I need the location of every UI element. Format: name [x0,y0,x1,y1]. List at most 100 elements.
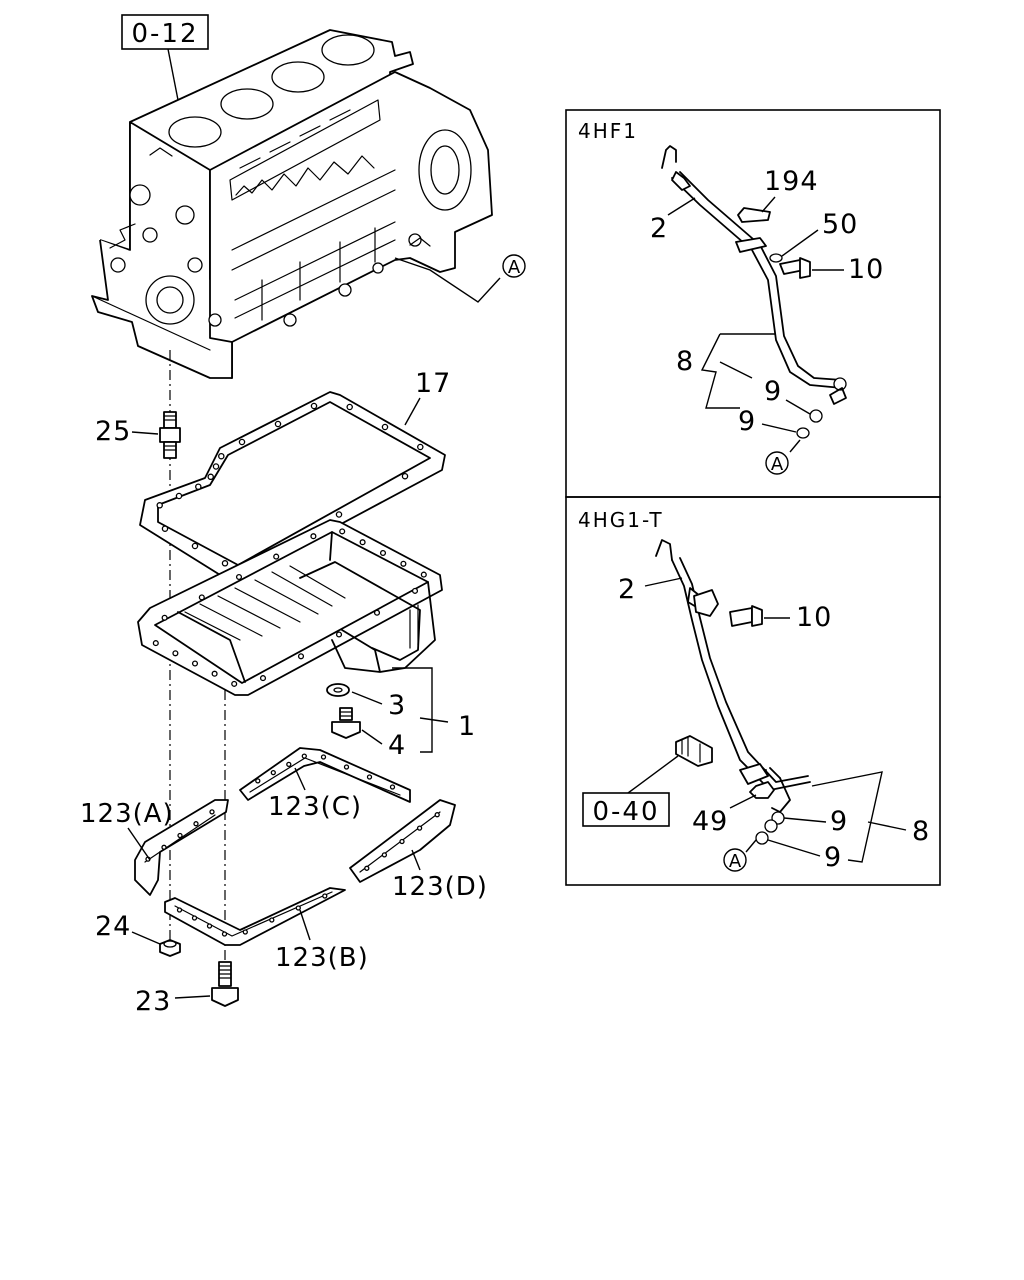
callout-oil-pan: 1 [458,711,476,742]
svg-text:A: A [771,454,784,475]
bolt-hole [270,769,276,776]
bolt-hole [193,821,199,827]
bolt-hole [366,774,373,780]
bolt-hole [322,893,328,899]
callout-4hg1t-oring-2: 9 [824,842,842,873]
reference-box-block[interactable]: 0-12 [121,14,209,50]
leader-ref-block [167,48,179,101]
callout-pan-gasket: 17 [415,368,451,399]
bolt-23-part [211,961,239,1007]
bolt-hole [416,825,423,831]
bolt-hole [335,631,343,638]
callout-4hf1-pipe: 8 [676,346,694,377]
callout-drain-washer: 3 [388,690,406,721]
bolt-hole [259,675,267,682]
bolt-hole [175,492,183,500]
callout-4hf1-gauge: 2 [650,213,668,244]
bolt-hole [207,473,214,481]
panel-4hg1t: 4HG1-T A [565,496,941,886]
panel-4hf1: 4HF1 A [565,109,941,498]
panel-4hf1-title: 4HF1 [578,119,638,143]
callout-4hf1-oring-1: 9 [764,376,782,407]
bolt-hole [191,660,199,667]
reference-box-sensor[interactable]: 0-40 [582,792,670,827]
drain-plug-part [331,707,361,739]
bolt-hole [161,844,167,850]
bolt-hole [389,784,396,790]
bolt-hole [191,915,198,921]
bolt-hole [198,594,205,601]
bolt-hole [295,905,301,911]
callout-4hf1-oring-2: 9 [738,406,756,437]
bolt-hole [301,753,307,759]
callout-drain-plug: 4 [388,730,406,761]
bolt-hole [206,923,213,929]
leader-a-block [394,257,501,303]
bolt-hole [238,438,246,446]
bolt-hole [231,680,238,687]
bolt-hole [335,511,343,518]
bolt-hole [411,587,419,594]
callout-4hg1t-oring-1: 9 [830,806,848,837]
bolt-hole [152,640,159,647]
bolt-hole [221,560,229,567]
callout-4hg1t-nut: 49 [692,806,728,837]
callout-baffle-b: 123(B) [275,943,369,973]
bolt-hole [273,553,280,560]
bolt-hole [381,852,388,858]
ref-block-label: 0-12 [131,19,198,49]
svg-text:A: A [729,851,742,872]
bolt-hole [434,812,440,818]
callout-4hg1t-pipe: 8 [912,816,930,847]
callout-baffle-c: 123(C) [268,792,362,822]
circle-mark-a-panel2 [723,848,747,872]
bolt-hole [176,907,183,913]
bolt-hole [195,483,202,490]
bolt-hole [417,443,424,451]
circle-mark-a-panel1 [765,451,789,475]
bolt-hole [161,614,168,621]
bolt-hole [346,403,353,411]
callout-4hg1t-gauge: 2 [618,574,636,605]
bolt-hole [161,525,169,532]
callout-stud: 25 [95,416,131,447]
stud-part [159,411,181,459]
cylinder-block-illustration [91,29,493,379]
drain-washer-part [326,683,350,697]
bolt-hole [364,865,370,871]
callout-4hf1-bolt: 10 [848,254,884,285]
bolt-hole [339,528,346,535]
bolt-hole [177,832,183,839]
bolt-hole [274,420,282,428]
bolt-hole [191,542,199,550]
callout-4hg1t-bolt: 10 [796,602,832,633]
bolt-hole [156,502,163,509]
callout-baffle-a: 123(A) [80,799,174,829]
bolt-hole [286,761,292,768]
bolt-hole [255,778,261,784]
bolt-hole [381,423,389,431]
ref-sensor-label: 0-40 [592,797,659,827]
baffle-plates [134,747,456,946]
pan-gasket-part [139,391,446,579]
callout-baffle-d: 123(D) [392,872,488,902]
bolt-hole [373,609,381,616]
circle-mark-a-block: A [502,254,526,278]
bolt-hole [320,754,327,760]
nut-24-part [159,939,181,957]
bolt-hole [420,571,427,578]
bolt-hole [235,573,243,581]
svg-text:A: A [508,257,521,278]
bolt-hole [218,452,225,460]
bolt-hole [209,809,215,815]
callout-bolt-23: 23 [135,986,171,1017]
bolt-hole [359,539,366,546]
panel-4hg1t-title: 4HG1-T [578,508,664,532]
bolt-hole [297,653,305,660]
bolt-hole [401,472,409,480]
callout-nut-24: 24 [95,911,131,942]
bolt-hole [172,650,179,657]
bolt-hole [310,402,318,410]
bolt-hole [242,929,248,935]
